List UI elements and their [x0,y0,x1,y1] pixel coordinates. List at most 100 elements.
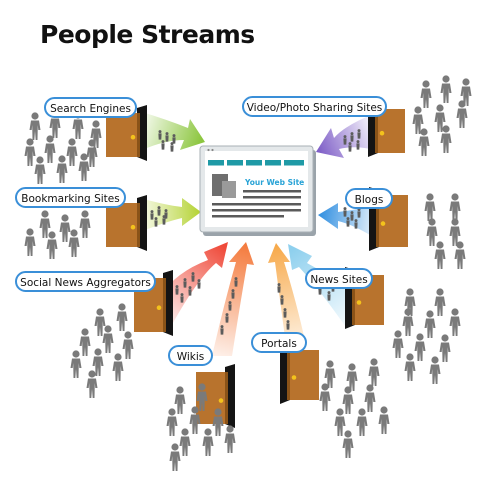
mini-person-icon [191,272,195,282]
mini-person-icon [157,206,161,216]
portals-arrow [268,243,306,345]
mini-person-icon [188,286,192,296]
person-icon [420,80,432,108]
mini-person-icon [277,283,281,293]
person-icon [44,135,56,163]
page-title: People Streams [40,20,255,49]
label-bookmarking-sites: Bookmarking Sites [15,187,126,208]
person-icon [434,241,446,269]
person-icon [342,430,354,458]
person-icon [56,155,68,183]
person-icon [224,425,236,453]
mini-person-icon [170,142,174,152]
mini-person-icon [283,308,287,318]
person-icon [29,112,41,140]
mini-person-icon [197,279,201,289]
mini-person-icon [350,211,354,221]
person-icon [102,325,114,353]
person-icon [79,328,91,356]
person-icon [166,408,178,436]
mini-person-icon [343,207,347,217]
person-icon [94,308,106,336]
person-icon [59,214,71,242]
person-icon [424,310,436,338]
search-engines-arrow [142,112,205,150]
person-icon [429,356,441,384]
website-label: Your Web Site [244,178,304,187]
label-video-photo-sharing: Video/Photo Sharing Sites [242,96,387,117]
person-icon [456,100,468,128]
doors [106,101,408,428]
label-portals: Portals [251,332,307,353]
person-icon [202,428,214,456]
person-icon [334,408,346,436]
social-news-arrow [160,242,228,332]
mini-person-icon [348,142,352,152]
mini-person-icon [162,215,166,225]
person-icon [122,331,134,359]
bookmarking-arrow [140,198,201,232]
person-icon [414,333,426,361]
mini-person-icon [343,135,347,145]
person-icon [404,353,416,381]
mini-person-icon [357,129,361,139]
mini-person-icon [356,140,360,150]
mini-person-icon [175,285,179,295]
door-icon [106,105,147,161]
person-icon [24,138,36,166]
person-icon [116,303,128,331]
mini-person-icon [234,277,238,287]
website-browser-window: Your Web Site [199,145,316,236]
person-icon [79,210,91,238]
mini-person-icon [180,293,184,303]
mini-person-icon [161,140,165,150]
mini-person-icon [220,325,224,335]
person-icon [378,406,390,434]
person-icon [24,228,36,256]
person-icon [169,443,181,471]
mini-person-icon [158,130,162,140]
person-icon [439,334,451,362]
person-icon [449,193,461,221]
mini-person-icon [154,217,158,227]
mini-person-icon [350,132,354,142]
person-icon [70,350,82,378]
mini-person-icon [280,295,284,305]
person-icon [440,75,452,103]
person-icon [68,229,80,257]
person-icon [449,308,461,336]
mini-person-icon [346,217,350,227]
label-social-news-aggregators: Social News Aggregators [15,271,156,292]
label-news-sites: News Sites [305,268,373,289]
person-icon [34,156,46,184]
mini-person-icon [183,278,187,288]
person-icon [392,330,404,358]
mini-person-icon [228,301,232,311]
person-icon [342,386,354,414]
person-icon [78,153,90,181]
mini-person-icon [327,291,331,301]
mini-person-icon [357,208,361,218]
person-icon [66,138,78,166]
person-icon [174,386,186,414]
mini-person-icon [225,313,229,323]
label-blogs: Blogs [345,188,393,209]
label-search-engines: Search Engines [44,97,137,118]
mini-person-icon [286,320,290,330]
mini-person-icon [354,219,358,229]
person-icon [46,231,58,259]
person-icon [356,408,368,436]
person-icon [434,288,446,316]
person-icon [424,193,436,221]
mini-person-icon [172,134,176,144]
person-icon [364,384,376,412]
person-icon [112,353,124,381]
person-icon [368,358,380,386]
mini-person-icon [165,132,169,142]
person-icon [179,428,191,456]
door-icon [280,342,319,404]
mini-person-icon [231,289,235,299]
label-wikis: Wikis [168,345,213,366]
